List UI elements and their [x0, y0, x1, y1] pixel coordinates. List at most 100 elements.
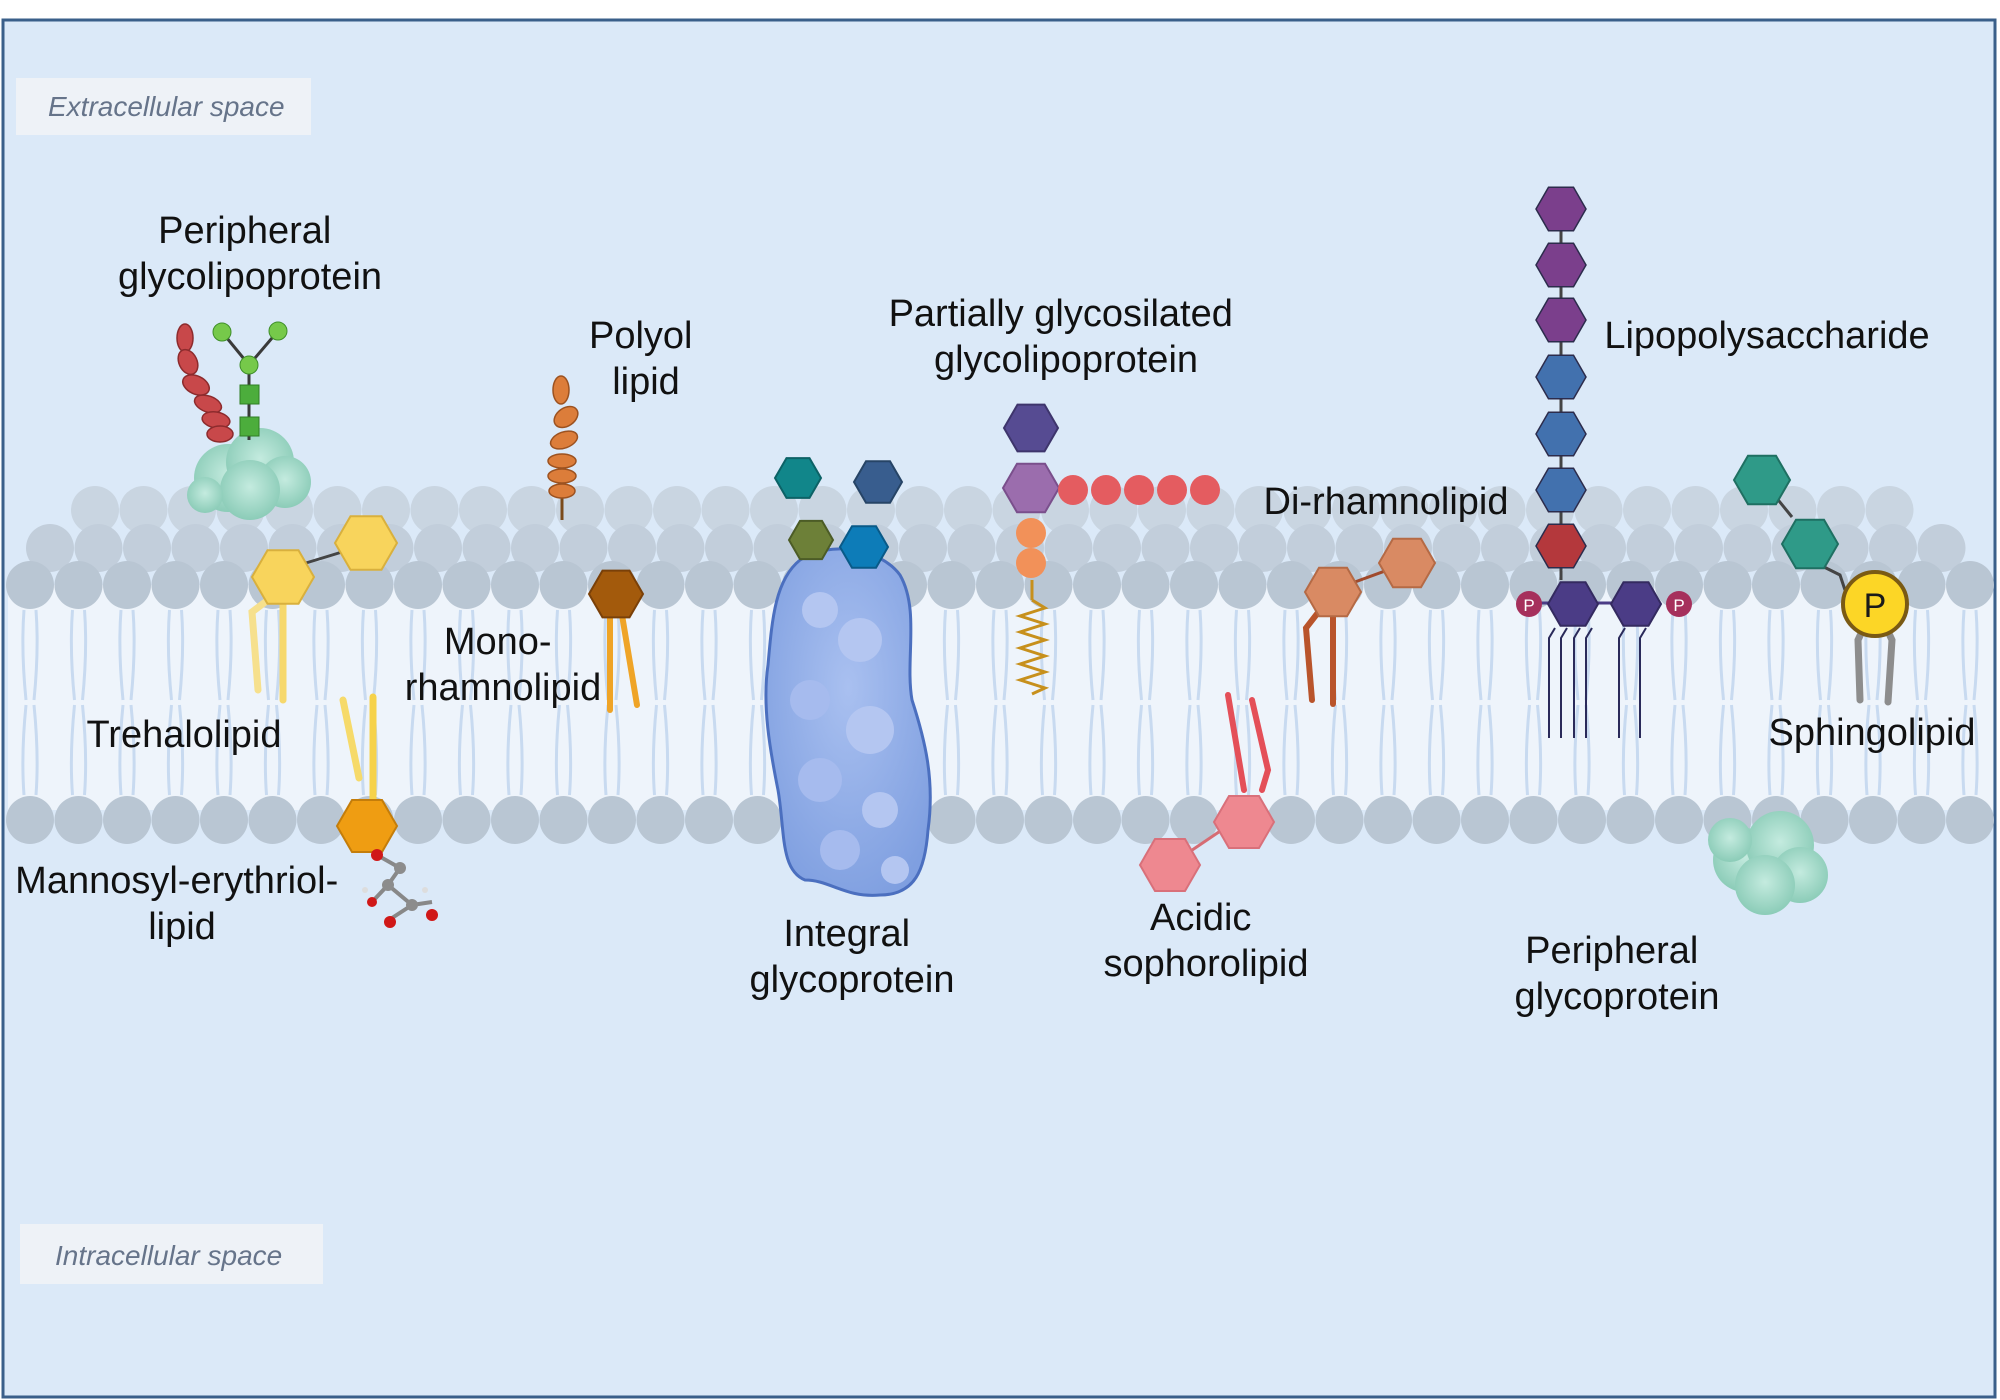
lipid-head-inner: [297, 796, 345, 844]
lipid-tail: [1912, 704, 1931, 796]
lipid-tail: [1621, 704, 1640, 796]
lipid-tail: [1185, 704, 1203, 796]
lipid-tail: [312, 704, 330, 796]
trehalose-hexagon-1: [250, 549, 316, 605]
lipid-heads-inner: [6, 796, 1994, 844]
label-line: Trehalolipid: [86, 714, 281, 756]
mannosyl-erythritol-lipid: [335, 693, 438, 928]
label-line: Acidic: [1150, 897, 1251, 939]
lipid-tail: [263, 704, 282, 796]
lipid-tail: [1670, 609, 1688, 701]
label-line: glycoprotein: [750, 959, 955, 1001]
lipid-head-outer: [1267, 561, 1315, 609]
lipid-head-mid: [1723, 524, 1772, 572]
fatty-acid-tail: [1560, 627, 1568, 738]
lipid-head-inner: [685, 796, 733, 844]
lipid-tail: [942, 704, 961, 796]
lipid-bilayer: [6, 486, 1994, 844]
label-trehalolipid: Trehalolipid: [86, 714, 281, 756]
lipid-head-outer: [1121, 561, 1170, 609]
lipid-head-back: [604, 486, 653, 534]
label-peripheral-glycolipoprotein: Peripheral glycolipoprotein: [118, 210, 382, 298]
lipid-tail: [554, 609, 573, 701]
label-lipopolysaccharide: Lipopolysaccharide: [1604, 315, 1929, 357]
glycan-hexagon-blue: [838, 525, 890, 569]
lipid-tail: [1961, 609, 1979, 701]
lipid-head-outer: [1218, 561, 1267, 609]
lipid-head-inner: [1412, 796, 1461, 844]
lipid-head-inner: [1315, 796, 1364, 844]
lipid-head-inner: [636, 796, 685, 844]
polyol-lipid: [547, 375, 579, 520]
lipid-tail: [700, 609, 718, 701]
label-line: glycoprotein: [1515, 976, 1720, 1018]
sugar-hexagon-1: [1732, 454, 1792, 506]
lipid-head-outer: [685, 561, 733, 609]
lipid-head-inner: [1897, 796, 1946, 844]
lipid-tail: [506, 609, 524, 701]
lipid-tail: [554, 704, 573, 796]
label-line: Peripheral: [158, 210, 331, 252]
lipid-head-outer: [442, 561, 491, 609]
intracellular-tag: Intracellular space: [20, 1224, 323, 1284]
lipid-tail: [651, 704, 670, 796]
fatty-acid-tail: [1639, 627, 1647, 738]
lipid-head-outer: [394, 561, 442, 609]
lipid-head-outer: [103, 561, 151, 609]
lipid-head-back: [71, 486, 119, 534]
label-line: rhamnolipid: [405, 667, 601, 709]
lipid-head-outer: [636, 561, 685, 609]
lipid-head-mid: [753, 524, 802, 572]
lipid-head-inner: [54, 796, 103, 844]
trehalose-hexagon-2: [333, 515, 399, 571]
lipid-tail: [1136, 609, 1155, 701]
lipid-head-inner: [1509, 796, 1558, 844]
lipid-head-inner: [733, 796, 782, 844]
lipid-head-outer: [733, 561, 782, 609]
lipid-head-mid: [1044, 524, 1093, 572]
lipid-head-back: [1332, 486, 1380, 534]
lipid-head-back: [1283, 486, 1332, 534]
label-line: Polyol: [589, 315, 693, 357]
lipid-head-mid: [220, 524, 268, 572]
lipid-head-outer: [927, 561, 976, 609]
phosphate-right-symbol: P: [1673, 596, 1684, 615]
lipid-head-inner: [1558, 796, 1606, 844]
extracellular-tag: Extracellular space: [16, 78, 311, 135]
lipid-tail: [457, 609, 476, 701]
lipid-head-outer: [1073, 561, 1121, 609]
lipid-a-tails: [1548, 627, 1647, 738]
sophorose-hexagon-2: [1138, 838, 1202, 892]
lipid-head-inner: [1606, 796, 1655, 844]
lipid-head-back: [944, 486, 992, 534]
lipid-head-back: [1817, 486, 1865, 534]
lipid-tail: [166, 609, 185, 701]
lipid-tail: [1476, 704, 1494, 796]
lipid-head-mid: [1626, 524, 1675, 572]
lipid-head-inner: [442, 796, 491, 844]
lipid-tail: [1815, 609, 1834, 701]
lipid-head-back: [1623, 486, 1671, 534]
erythritol-molecule: [362, 849, 438, 928]
label-polyol-lipid: Polyol lipid: [589, 315, 703, 403]
lipid-head-inner: [1946, 796, 1994, 844]
lipid-head-inner: [1800, 796, 1849, 844]
lipid-head-inner: [539, 796, 588, 844]
lipid-head-inner: [927, 796, 976, 844]
lipid-tail: [409, 609, 427, 701]
lipid-head-mid: [1432, 524, 1481, 572]
lipid-head-inner: [6, 796, 54, 844]
lipid-tail: [21, 704, 39, 796]
lps-sugar-hexagon: [1535, 467, 1587, 513]
lipid-head-mid: [1578, 524, 1626, 572]
lipid-tail: [1379, 609, 1397, 701]
lipid-head-outer: [1461, 561, 1509, 609]
lipid-head-outer: [345, 561, 394, 609]
glycan-hexagon-teal: [773, 457, 823, 499]
lipopolysaccharide: P P: [1516, 186, 1692, 738]
lipid-tail: [360, 609, 379, 701]
label-line: Lipopolysaccharide: [1604, 315, 1929, 357]
lipid-head-back: [1235, 486, 1283, 534]
o-antigen-chain: [1535, 186, 1587, 580]
lipid-head-outer: [976, 561, 1024, 609]
